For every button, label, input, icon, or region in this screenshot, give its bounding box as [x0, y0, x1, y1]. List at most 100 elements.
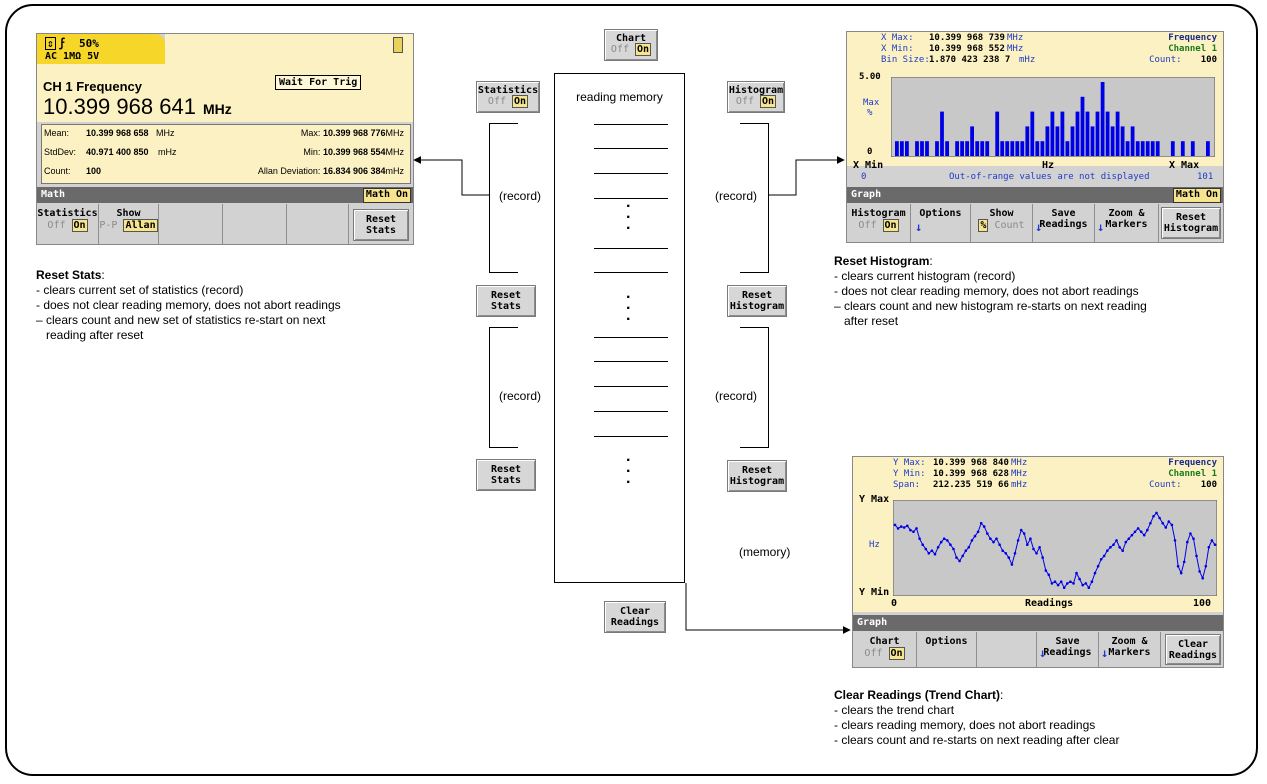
- blank-softkey-1[interactable]: [159, 204, 223, 244]
- trend-y-min: Y Min: [859, 587, 890, 598]
- trend-point: [921, 543, 924, 546]
- trigger-icon: ⇕: [45, 37, 56, 50]
- reset-histogram-key[interactable]: Reset Histogram: [727, 460, 787, 492]
- clear-readings-key-line2: Readings: [610, 617, 660, 628]
- histogram-bar: [1190, 141, 1195, 156]
- trend-point: [924, 547, 928, 551]
- reset-stats-softkey-line2: Stats: [365, 225, 397, 236]
- trend-point: [986, 532, 989, 535]
- trend-point: [1130, 533, 1134, 537]
- hist-y-mid-2: %: [867, 108, 873, 118]
- memory-line: [594, 248, 668, 249]
- max-unit: MHz: [385, 128, 405, 138]
- trend-zoom-markers-softkey[interactable]: ↓ Zoom & Markers: [1099, 632, 1161, 667]
- trend-softkey-row: Chart Off On Options ↓ Save Readings ↓ Z…: [853, 632, 1223, 667]
- memory-ellipsis: ···: [626, 289, 632, 328]
- chart-on-state: On: [635, 43, 652, 56]
- min-unit: MHz: [385, 147, 405, 157]
- reset-stats-key[interactable]: Reset Stats: [476, 459, 536, 491]
- min-label: Min:: [303, 147, 321, 157]
- trend-save-readings-softkey[interactable]: ↓ Save Readings: [1037, 632, 1099, 667]
- clear-readings-desc-line: - clears count and re-starts on next rea…: [834, 733, 1120, 747]
- trend-point: [1189, 532, 1192, 535]
- stats-record-label: (record): [499, 189, 542, 203]
- chart-softkey[interactable]: Chart Off On: [853, 632, 917, 667]
- count-label: Count:: [44, 166, 71, 176]
- statistics-toggle-label: Statistics: [477, 85, 539, 96]
- trend-plot: [893, 500, 1217, 596]
- histogram-bar: [1120, 126, 1125, 156]
- show-softkey-toggle: P-P Allan: [99, 219, 158, 232]
- reading-value: 10.399 968 641: [43, 94, 196, 119]
- trend-zoom-line1: Zoom &: [1111, 636, 1148, 647]
- trend-point: [1155, 511, 1158, 515]
- trend-point: [1093, 571, 1097, 575]
- clear-readings-softkey[interactable]: Clear Readings: [1165, 634, 1221, 665]
- chart-softkey-on: On: [888, 647, 905, 660]
- blank-softkey-3[interactable]: [287, 204, 349, 244]
- trend-point: [902, 526, 906, 529]
- stats-softkey-row: Statistics Off On Show P-P Allan Reset S…: [37, 204, 413, 244]
- clear-readings-key[interactable]: Clear Readings: [604, 601, 666, 633]
- save-readings-softkey[interactable]: ↓ Save Readings: [1033, 204, 1095, 242]
- trend-point: [939, 540, 943, 544]
- trend-point: [1007, 556, 1011, 559]
- histogram-bar: [900, 141, 904, 156]
- histogram-bar: [1045, 126, 1050, 156]
- zoom-markers-line2: Markers: [1105, 219, 1148, 230]
- statistics-toggle-on: On: [512, 95, 529, 108]
- trend-point: [1081, 583, 1084, 587]
- options-softkey[interactable]: Options ↓: [911, 204, 971, 242]
- histogram-arrow: [768, 156, 845, 196]
- blank-softkey[interactable]: [977, 632, 1037, 667]
- reset-stats-key[interactable]: Reset Stats: [476, 285, 536, 317]
- chart-toggle-key[interactable]: Chart Off On: [604, 29, 658, 61]
- histogram-bar: [940, 111, 944, 156]
- trend-point: [927, 552, 931, 555]
- clear-readings-desc-line: - clears the trend chart: [834, 703, 955, 717]
- trend-point: [1106, 549, 1109, 552]
- trend-point: [906, 524, 909, 528]
- hist-xmax-axis: X Max: [1169, 160, 1200, 171]
- hist-x-end: 101: [1197, 172, 1214, 182]
- trend-zoom-line2: Markers: [1108, 647, 1151, 658]
- stats-panel: Mean: 10.399 968 658 MHz Max: 10.399 968…: [41, 124, 411, 184]
- trend-point: [1204, 564, 1208, 568]
- channel-title: CH 1 Frequency: [43, 79, 142, 94]
- histogram-bar: [915, 141, 919, 156]
- trend-point: [1213, 543, 1217, 546]
- reset-stats-desc-line: reading after reset: [36, 328, 144, 342]
- blank-softkey-2[interactable]: [223, 204, 287, 244]
- trend-point: [1022, 532, 1026, 535]
- histogram-bar: [1115, 111, 1120, 156]
- histogram-toggle-on: On: [760, 95, 777, 108]
- hist-graph-menu-title: Graph: [851, 189, 882, 200]
- show-softkey[interactable]: Show % Count: [971, 204, 1033, 242]
- statistics-softkey[interactable]: Statistics Off On: [37, 204, 99, 244]
- reset-stats-softkey[interactable]: Reset Stats: [353, 209, 409, 241]
- trend-point: [936, 546, 940, 549]
- histogram-softkey[interactable]: Histogram Off On: [847, 204, 911, 242]
- trend-point: [1124, 540, 1128, 544]
- count-value: 100: [86, 166, 102, 176]
- histogram-bar: [895, 141, 899, 156]
- histogram-bar: [1030, 111, 1035, 156]
- trend-point: [1127, 537, 1131, 540]
- trend-point: [1013, 552, 1017, 555]
- zoom-markers-softkey[interactable]: ↓ Zoom & Markers: [1095, 204, 1159, 242]
- histogram-bar: [1085, 111, 1090, 156]
- clear-readings-key-line1: Clear: [619, 606, 651, 617]
- hist-xmax-label: X Max:: [881, 33, 914, 43]
- reset-histogram-description: Reset Histogram: - clears current histog…: [834, 254, 1254, 329]
- reset-histogram-key[interactable]: Reset Histogram: [727, 285, 787, 317]
- histogram-toggle-key[interactable]: Histogram Off On: [727, 81, 785, 113]
- statistics-toggle-off: Off: [487, 96, 506, 107]
- show-softkey-label: Show: [989, 208, 1014, 219]
- show-softkey[interactable]: Show P-P Allan: [99, 204, 159, 244]
- trend-point: [1139, 530, 1143, 534]
- max-row: Max: 10.399 968 776MHz: [234, 128, 404, 138]
- trend-info-right: Frequency Channel 1 Count: 100: [1107, 458, 1217, 491]
- trend-options-softkey[interactable]: Options: [917, 632, 977, 667]
- reset-histogram-softkey[interactable]: Reset Histogram: [1161, 207, 1221, 239]
- statistics-toggle-key[interactable]: Statistics Off On: [476, 81, 540, 113]
